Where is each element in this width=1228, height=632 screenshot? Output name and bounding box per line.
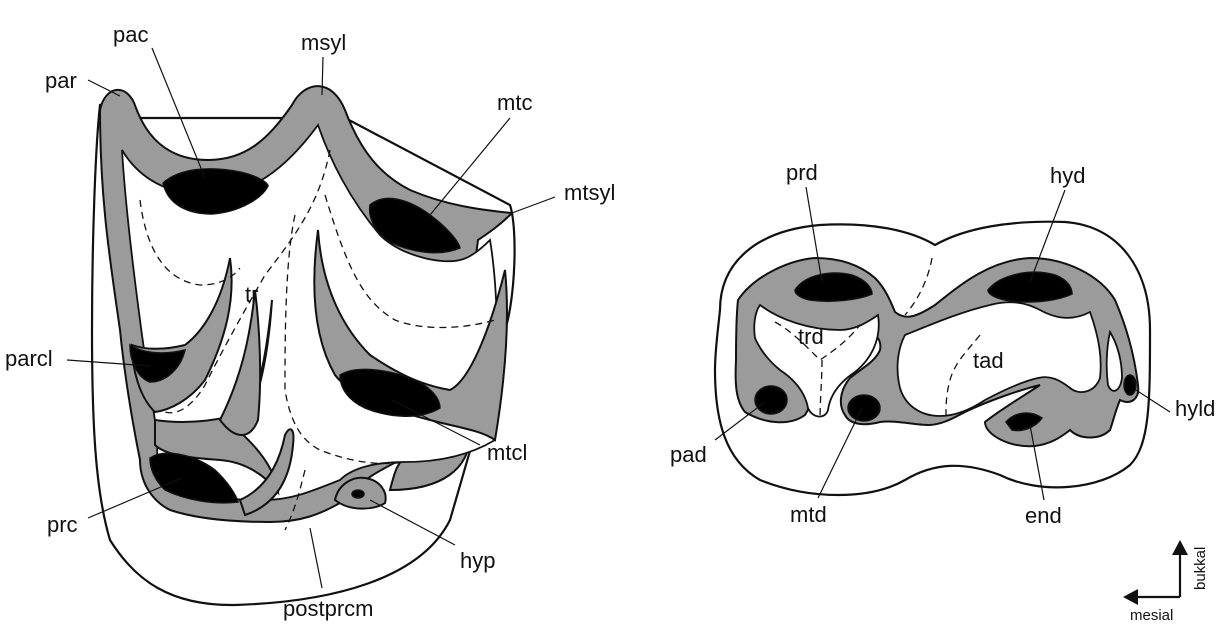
orientation-indicator: bukkal mesial bbox=[1123, 540, 1209, 624]
label-tr: tr bbox=[245, 282, 258, 307]
label-prd: prd bbox=[786, 160, 818, 185]
label-bukkal: bukkal bbox=[1192, 547, 1209, 590]
lower-molar bbox=[715, 222, 1150, 495]
label-end: end bbox=[1025, 503, 1062, 528]
lower-pad-dentine bbox=[755, 386, 787, 414]
label-mtc: mtc bbox=[497, 90, 532, 115]
leader-par bbox=[88, 80, 120, 96]
label-prc: prc bbox=[47, 512, 78, 537]
label-mtd: mtd bbox=[790, 502, 827, 527]
arrow-mesial-head-icon bbox=[1123, 589, 1138, 605]
label-pad: pad bbox=[670, 442, 707, 467]
arrow-bukkal-head-icon bbox=[1172, 540, 1188, 555]
label-trd: trd bbox=[798, 324, 824, 349]
label-hyp: hyp bbox=[460, 548, 495, 573]
lower-hyld-dentine bbox=[1124, 375, 1136, 395]
label-parcl: parcl bbox=[5, 346, 53, 371]
label-pac: pac bbox=[113, 22, 148, 47]
label-par: par bbox=[45, 68, 77, 93]
lower-mtd-dentine bbox=[848, 395, 880, 421]
label-postprcm: postprcm bbox=[283, 596, 373, 621]
label-tad: tad bbox=[973, 348, 1004, 373]
label-mesial: mesial bbox=[1130, 607, 1173, 624]
leader-mtsyl bbox=[512, 197, 555, 213]
label-mtcl: mtcl bbox=[487, 440, 527, 465]
label-hyld: hyld bbox=[1175, 396, 1215, 421]
label-mtsyl: mtsyl bbox=[564, 180, 615, 205]
label-hyd: hyd bbox=[1050, 163, 1085, 188]
upper-molar bbox=[92, 86, 515, 605]
upper-hyp-dentine bbox=[352, 490, 364, 498]
label-msyl: msyl bbox=[301, 30, 346, 55]
